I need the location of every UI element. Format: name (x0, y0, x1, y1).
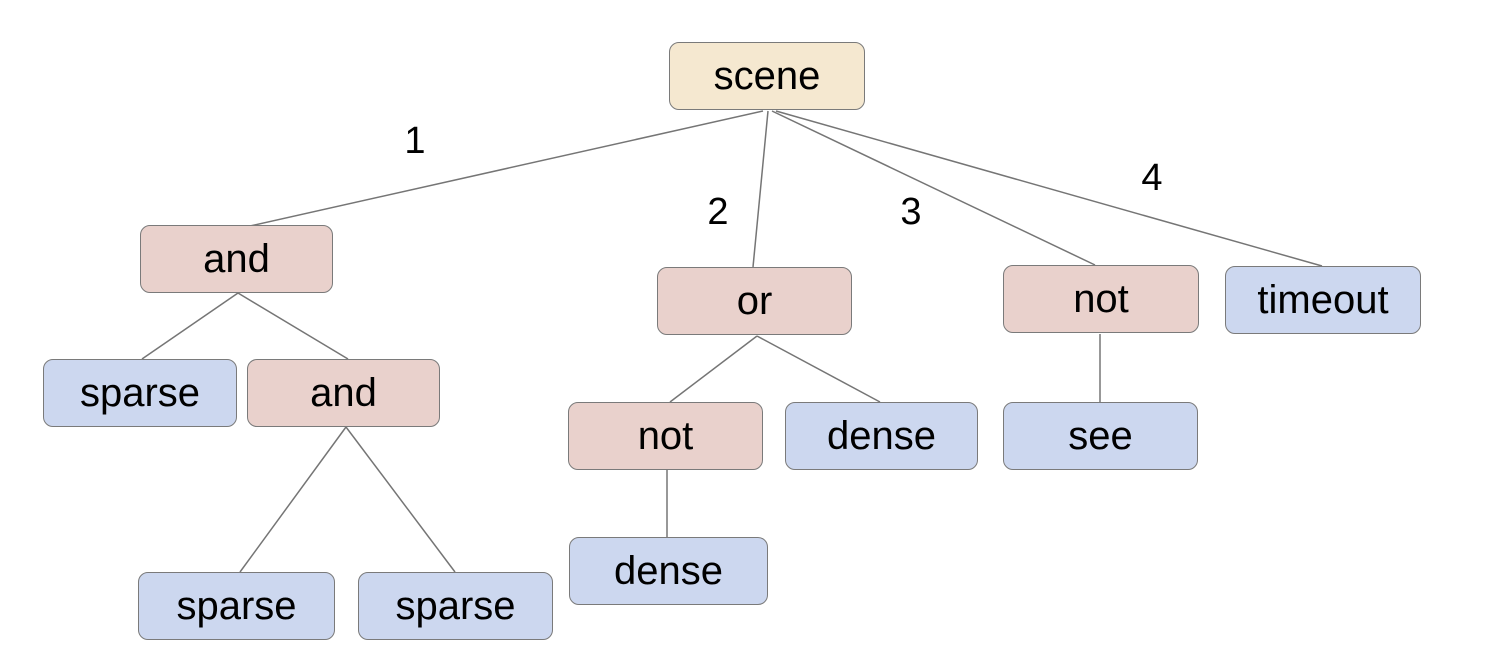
edge-label-4: 4 (1141, 157, 1163, 199)
edge-and2-sparse-left (239, 426, 347, 573)
node-sparse-right: sparse (358, 572, 553, 640)
node-sparse-left: sparse (138, 572, 335, 640)
edge-or-dense (756, 335, 881, 403)
node-timeout: timeout (1225, 266, 1421, 334)
node-or: or (657, 267, 852, 335)
edge-label-2: 2 (707, 191, 729, 233)
edge-label-1: 1 (404, 120, 426, 162)
node-dense: dense (785, 402, 978, 470)
edge-label-3: 3 (900, 191, 922, 233)
node-not: not (1003, 265, 1199, 333)
edge-and2-sparse-right (345, 426, 456, 573)
edge-and-sparse (141, 292, 239, 360)
node-and: and (140, 225, 333, 293)
node-sparse: sparse (43, 359, 237, 427)
edge-and-and (237, 292, 349, 360)
node-see: see (1003, 402, 1198, 470)
node-dense-under-not: dense (569, 537, 768, 605)
edge-scene-or (752, 110, 769, 268)
node-not-under-or: not (568, 402, 763, 470)
edge-scene-timeout (775, 110, 1323, 267)
edge-scene-not (771, 110, 1096, 266)
edge-scene-and (249, 110, 764, 227)
edge-or-not (669, 335, 758, 403)
node-scene: scene (669, 42, 865, 110)
node-and-nested: and (247, 359, 440, 427)
